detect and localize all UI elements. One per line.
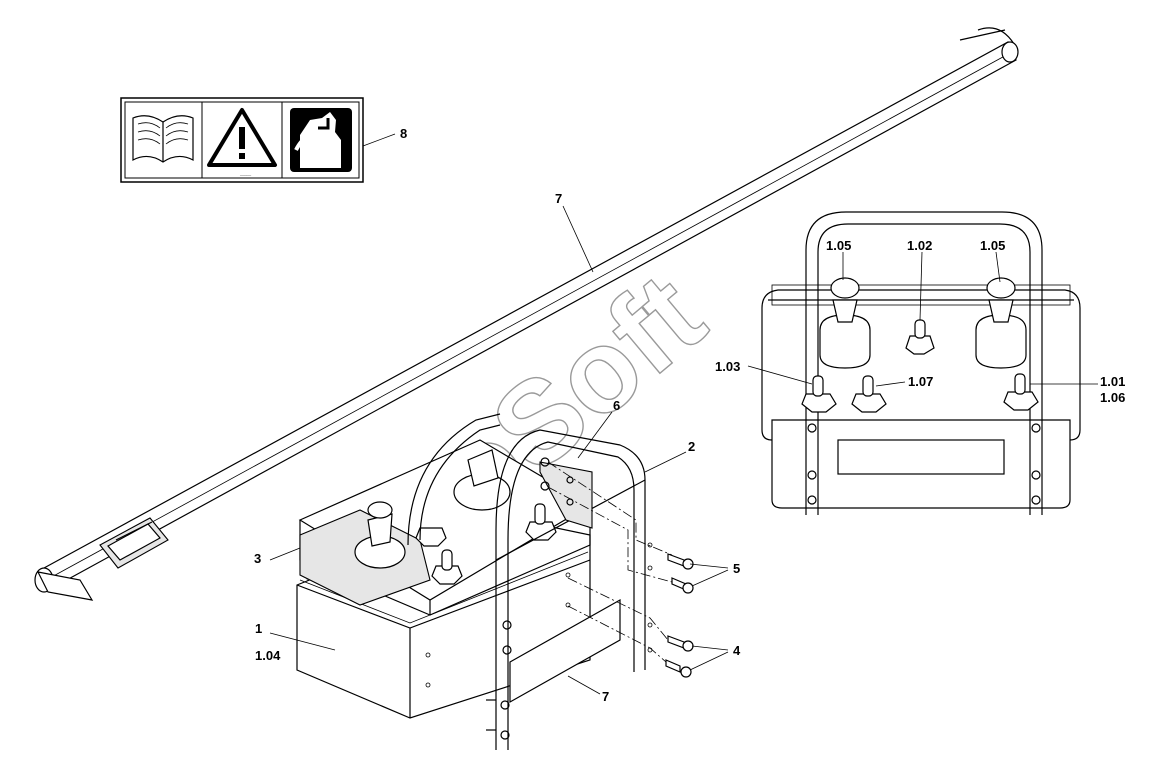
callout-7-strap: 7 — [555, 191, 562, 206]
warning-triangle-icon — [207, 108, 277, 167]
hand-crush-icon — [290, 108, 352, 172]
callout-1-05-left: 1.05 — [826, 238, 851, 253]
callout-7-plate: 7 — [602, 689, 609, 704]
callout-1-06: 1.06 — [1100, 390, 1125, 405]
callout-1-05-right: 1.05 — [980, 238, 1005, 253]
callout-1-07: 1.07 — [908, 374, 933, 389]
callout-4: 4 — [733, 643, 741, 658]
callout-6: 6 — [613, 398, 620, 413]
callout-1-02: 1.02 — [907, 238, 932, 253]
callout-2: 2 — [688, 439, 695, 454]
callout-3: 3 — [254, 551, 261, 566]
manual-book-icon — [132, 115, 194, 163]
callout-8: 8 — [400, 126, 407, 141]
callout-1-04: 1.04 — [255, 648, 281, 663]
callout-1-03: 1.03 — [715, 359, 740, 374]
control-box-front-view — [761, 211, 1081, 515]
callout-5: 5 — [733, 561, 740, 576]
control-box-isometric — [296, 413, 694, 750]
pictogram-label: _____ — [120, 97, 364, 183]
callout-1: 1 — [255, 621, 262, 636]
callout-1-01: 1.01 — [1100, 374, 1125, 389]
svg-text:_____: _____ — [239, 171, 252, 176]
strap — [34, 27, 1019, 601]
